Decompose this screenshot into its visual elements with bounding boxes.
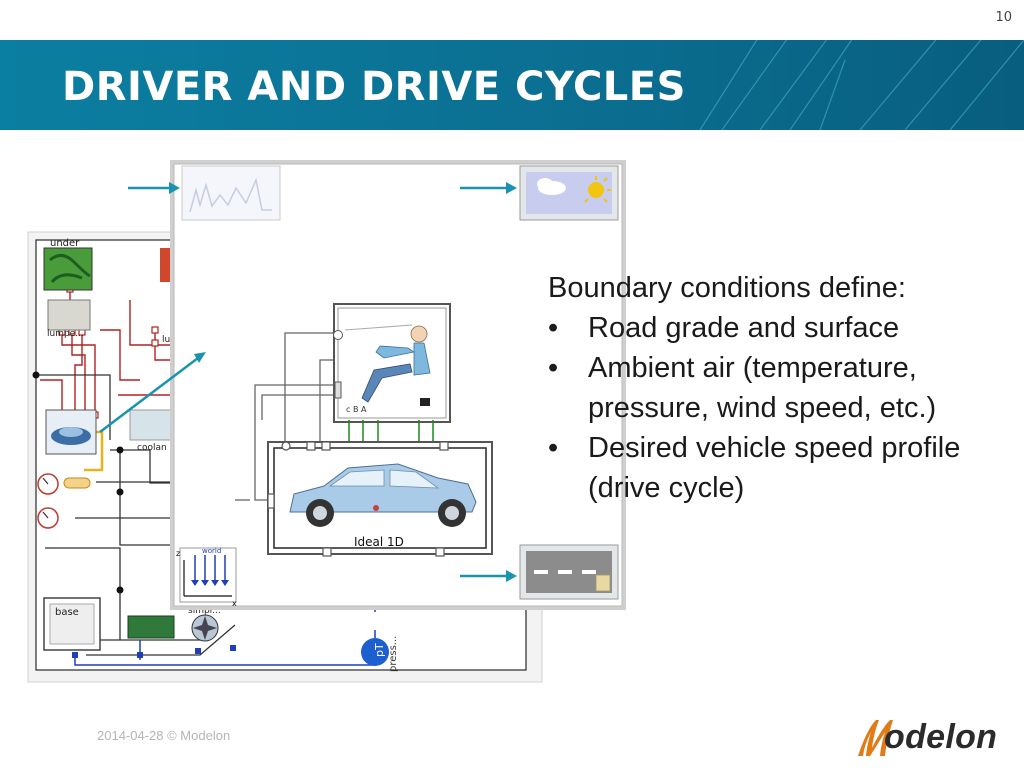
list-item-text: Road grade and surface — [588, 312, 900, 344]
title-band — [0, 40, 1024, 130]
label-world: world — [202, 547, 221, 555]
label-pt: pT — [373, 643, 386, 657]
label-lumped: lumpe... — [47, 329, 84, 339]
label-ideal-1d: Ideal 1D — [354, 535, 404, 549]
list-item-text-continued: (drive cycle) — [588, 472, 745, 504]
label-x-axis: x — [232, 599, 237, 608]
footer-date-copyright: 2014-04-28 © Modelon — [97, 728, 231, 743]
label-simple: simpl... — [188, 606, 221, 616]
list-item: • Road grade and surface — [548, 308, 1018, 348]
list-item-text: Ambient air (temperature, — [588, 352, 917, 384]
annotation-arrows — [99, 182, 517, 582]
slide-title: DRIVER AND DRIVE CYCLES — [62, 64, 686, 110]
list-item: • Ambient air (temperature, pressure, wi… — [548, 348, 1018, 428]
logo-text: odelon — [884, 718, 998, 756]
list-item-text: Desired vehicle speed profile — [588, 432, 961, 464]
label-lu: lu — [162, 335, 170, 345]
boundary-heading: Boundary conditions define: — [548, 272, 906, 304]
bullet-marker: • — [548, 352, 559, 384]
title-band-decoration — [699, 40, 1024, 130]
page-number: 10 — [995, 10, 1012, 25]
label-z-axis: z — [176, 549, 180, 558]
list-item-text-continued: pressure, wind speed, etc.) — [588, 392, 937, 424]
boundary-list: • Road grade and surface • Ambient air (… — [548, 308, 1018, 508]
label-coolant: coolan — [137, 443, 167, 453]
bullet-marker: • — [548, 432, 559, 464]
boundary-conditions-text: Boundary conditions define: • Road grade… — [548, 268, 1018, 508]
driver-ports-label: c B A — [346, 405, 367, 414]
label-base: base — [55, 607, 79, 618]
list-item: • Desired vehicle speed profile (drive c… — [548, 428, 1018, 508]
model-diagram: under lumpe... lu coolan base simpl... p… — [27, 160, 626, 683]
logo-m-icon — [858, 720, 893, 756]
modelon-logo: odelon — [856, 716, 1016, 762]
label-press: press... — [388, 636, 399, 672]
label-under: under — [50, 238, 80, 249]
front-diagram: c B A Ideal 1D — [170, 160, 626, 610]
bullet-marker: • — [548, 312, 559, 344]
